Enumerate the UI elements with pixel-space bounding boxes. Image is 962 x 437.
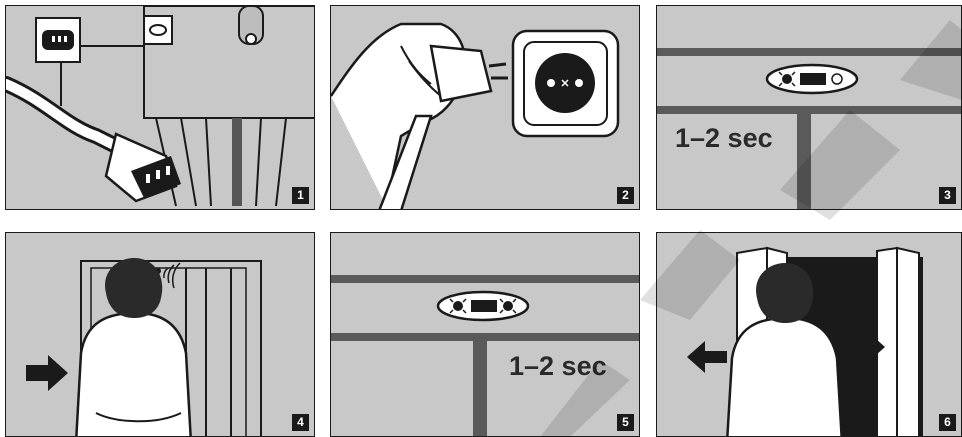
step-number: 6 [939,414,956,431]
step-6-illustration [687,246,923,436]
step-number: 3 [939,187,956,204]
step-5-illustration [331,275,639,436]
step-5-panel: 1–2 sec 5 [330,232,640,437]
step-number: 2 [617,187,634,204]
step-4-panel: 4 [5,232,315,437]
power-inlet-icon [42,30,74,50]
step-number: 1 [292,187,309,204]
step-number: 5 [617,414,634,431]
light-indicator-icon [436,290,530,322]
arrow-right-icon [847,331,885,363]
step-2-illustration [331,22,620,209]
small-inlet-marker [143,15,173,45]
hold-duration-label: 1–2 sec [509,351,607,381]
power-cord-plug-icon [429,44,508,103]
step-number: 4 [292,414,309,431]
step-3-illustration [657,48,961,209]
step-6-panel: 6 [656,232,962,437]
step-1-illustration [6,6,314,207]
light-indicator-icon [765,63,859,95]
step-2-panel: 2 [330,5,640,210]
wall-socket-icon [511,29,620,138]
step-1-panel: 1 [5,5,315,210]
step-3-panel: 1–2 sec 3 [656,5,962,210]
arrow-right-icon [26,355,68,391]
step-4-illustration [26,258,262,436]
arrow-left-icon [687,341,727,373]
hold-duration-label: 1–2 sec [675,123,773,153]
power-cord-plug-icon [104,132,181,203]
